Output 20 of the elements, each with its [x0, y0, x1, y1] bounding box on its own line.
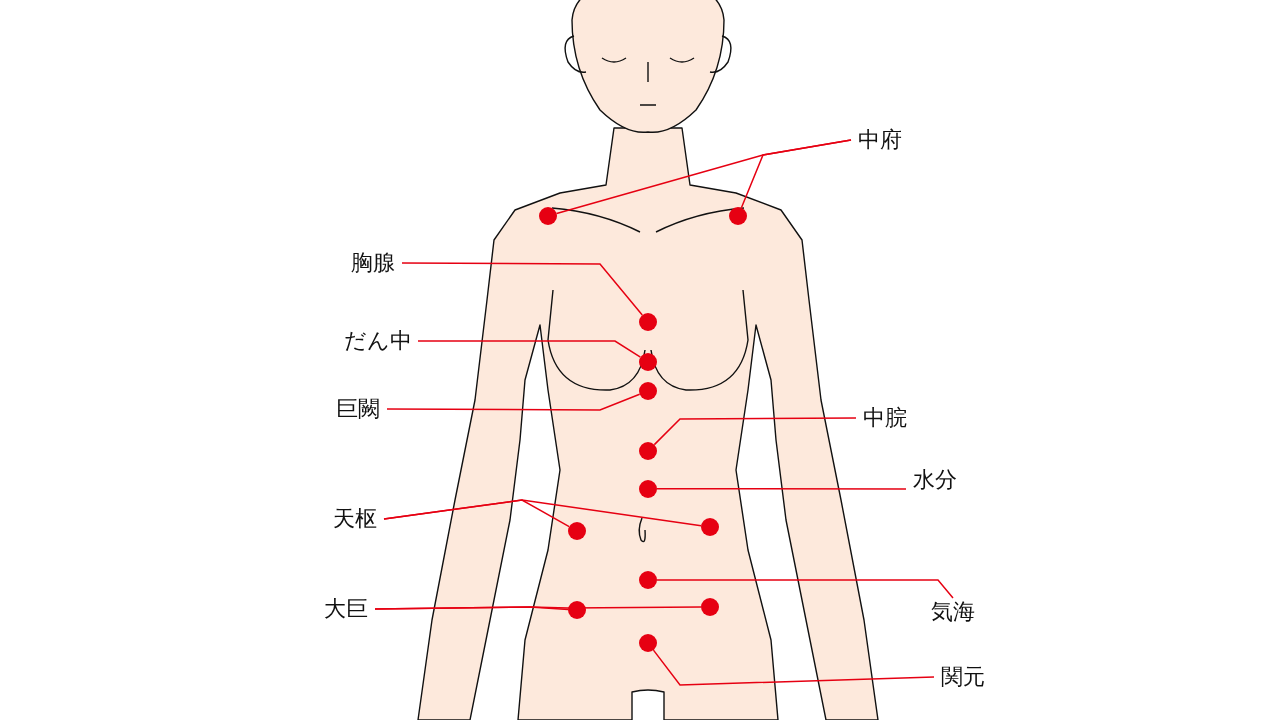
leader-line [383, 499, 702, 527]
leader-line [401, 262, 643, 316]
leader-line [386, 393, 641, 411]
point-label: 天枢 [330, 505, 380, 533]
point-label: 中府 [855, 126, 905, 154]
point-label: 関元 [938, 663, 988, 691]
point-label: 大巨 [321, 595, 371, 623]
leader-line [652, 649, 935, 686]
point-label: だん中 [342, 327, 414, 355]
point-label: 巨闕 [333, 395, 383, 423]
leader-line [740, 139, 852, 209]
leader-line [656, 487, 907, 490]
point-label: 水分 [910, 466, 960, 494]
point-label: 中脘 [860, 404, 910, 432]
leader-line [656, 579, 954, 599]
leader-line [374, 606, 702, 610]
point-label: 胸腺 [348, 249, 398, 277]
point-label: 気海 [928, 598, 978, 626]
leader-line [653, 417, 857, 446]
leader-line [417, 340, 642, 358]
